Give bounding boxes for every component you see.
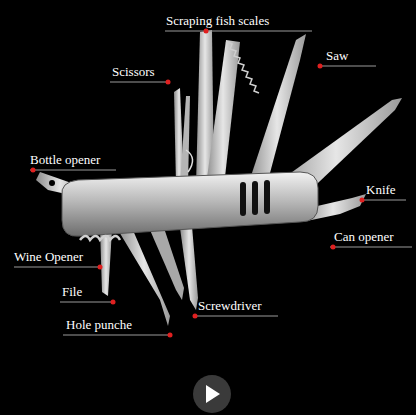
opener-hole [49, 180, 55, 186]
grip-slot [240, 182, 246, 216]
leader-lines [14, 31, 412, 335]
grip-slot [252, 181, 258, 215]
corkscrew [80, 236, 120, 240]
play-icon [206, 385, 220, 403]
part-label: Wine Opener [14, 249, 83, 265]
part-label: Can opener [334, 229, 394, 245]
grip-slot [264, 180, 270, 214]
screwdriver [180, 226, 198, 310]
saw-teeth [226, 42, 259, 93]
part-label: Saw [326, 48, 348, 64]
scissors-spring [186, 150, 193, 172]
part-label: File [62, 284, 82, 300]
leader-dots [31, 29, 365, 338]
pointed-blade [248, 34, 306, 188]
play-button [193, 375, 231, 413]
part-label: Hole punche [66, 317, 132, 333]
part-label: Scissors [112, 64, 155, 80]
part-label: Scraping fish scales [166, 13, 269, 29]
part-label: Knife [366, 182, 396, 198]
part-label: Bottle opener [30, 152, 100, 168]
lower-blade [150, 228, 184, 300]
part-label: Screwdriver [198, 298, 262, 314]
knife-body [62, 172, 318, 236]
saw-blade [206, 40, 240, 186]
